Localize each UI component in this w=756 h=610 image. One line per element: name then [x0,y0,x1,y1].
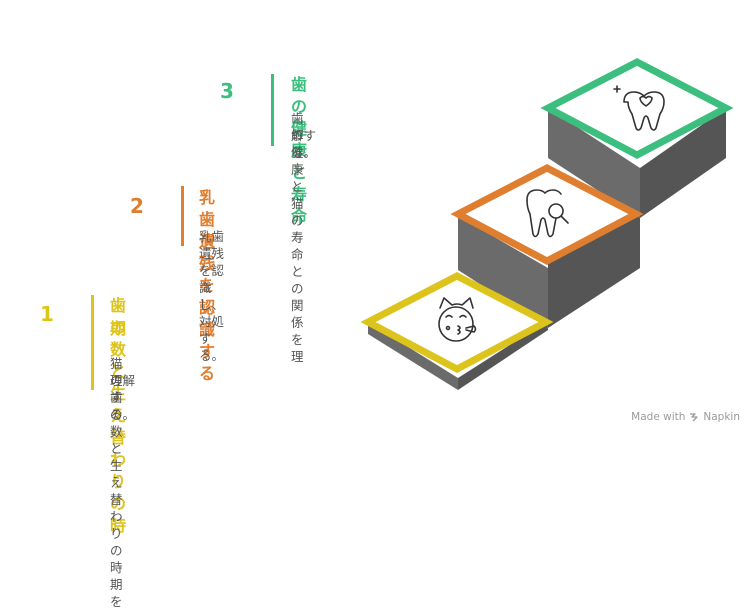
staircase-diagram [360,58,734,390]
tooth-magnifier-icon [526,189,569,238]
step-3-number: 3 [220,79,234,103]
step-2-number: 2 [130,194,144,218]
step-1-platform [360,272,554,373]
step-2-desc-line-1: 乳歯遺残を認識し、対処する。 [199,229,225,363]
step-3-desc-line-2: 解する。 [291,128,317,160]
step-2-accent-bar [181,186,184,246]
napkin-logo-icon [690,413,699,422]
stair-body [368,108,726,390]
cat-face-icon [438,297,477,342]
step-1-accent-bar [91,295,94,390]
step-1-desc-line-2: 理解する。 [110,373,136,422]
napkin-brand-label: Napkin [703,411,740,423]
step-3-desc-line-1: 歯の健康と猫の寿命との関係を理 [291,111,304,364]
step-2-platform [450,164,644,265]
step-3-accent-bar [271,74,274,146]
step-3-platform [540,58,734,159]
step-2-title: 乳歯遺残を認識する [199,188,216,383]
made-with-label: Made with [631,411,686,423]
step-1-title-line-2: 期 [110,319,127,338]
made-with-napkin-watermark[interactable]: Made with Napkin [631,411,740,423]
tooth-heart-icon [613,85,665,131]
step-3-title: 歯の健康と寿命 [291,75,308,226]
step-1-number: 1 [40,302,54,326]
